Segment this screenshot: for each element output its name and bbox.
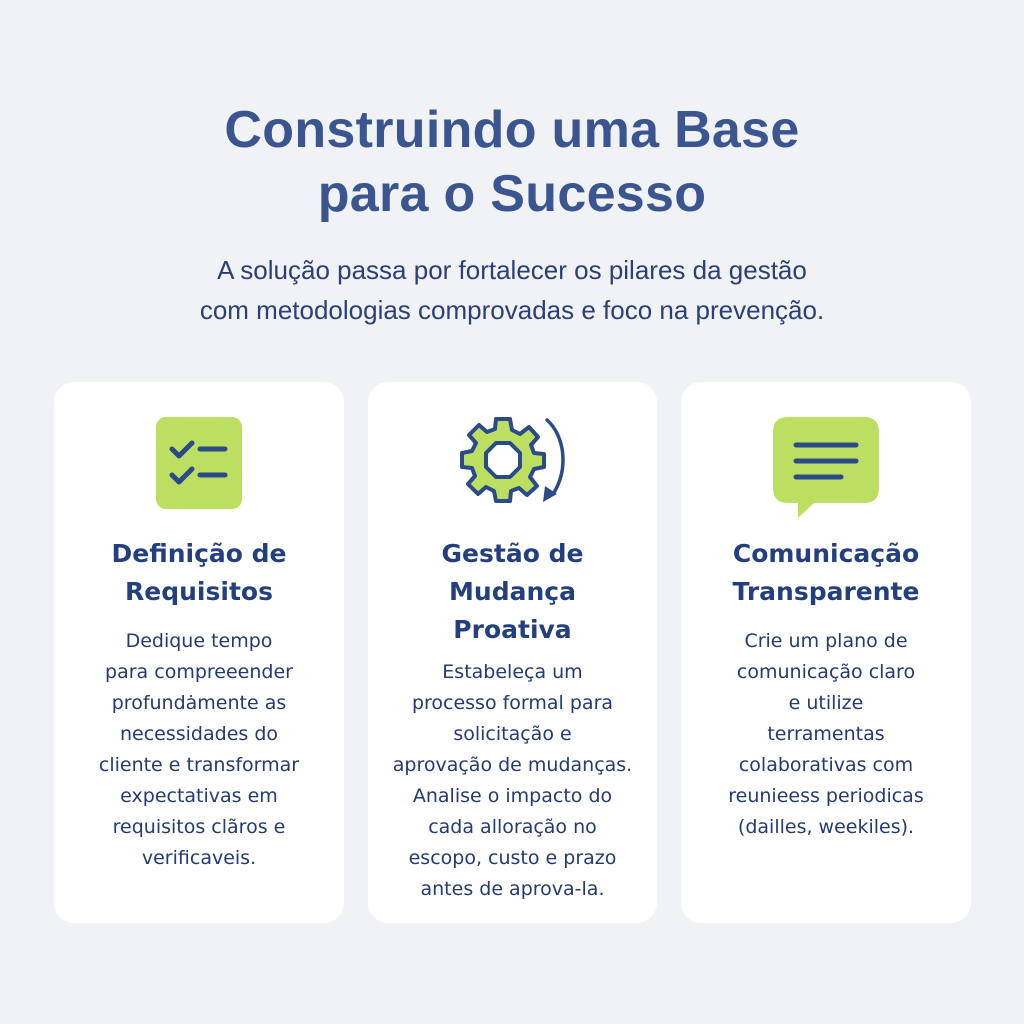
title-line-1: Construindo uma Base bbox=[224, 101, 800, 159]
card-description: Dedique tempo para compreeender profundȧ… bbox=[54, 626, 344, 874]
card-requirements-definition: Definição de Requisitos Dedique tempo pa… bbox=[54, 382, 344, 923]
card-description: Estabeleça um processo formal para solic… bbox=[368, 657, 657, 905]
card-text-line: terramentas bbox=[767, 723, 885, 745]
chat-bubble-icon bbox=[772, 416, 880, 525]
card-title-line: Mudança bbox=[449, 577, 576, 606]
card-text-line: e utilize bbox=[788, 692, 864, 714]
card-title: Gestão de Mudança Proativa bbox=[368, 535, 657, 649]
subtitle-line-1: A solução passa por fortalecer os pilare… bbox=[217, 255, 807, 285]
card-text-line: cliente e transformar bbox=[98, 754, 300, 776]
card-text-line: aprovação de mudanças. bbox=[392, 754, 633, 776]
card-text-line: escopo, custo e prazo bbox=[408, 847, 617, 869]
title-line-2: para o Sucesso bbox=[317, 165, 707, 223]
card-text-line: necessidades do bbox=[119, 723, 279, 745]
subtitle-line-2: com metodologias comprovadas e foco na p… bbox=[199, 295, 825, 325]
gear-rotate-icon bbox=[457, 414, 569, 515]
card-text-line: requisitos clãros e bbox=[112, 816, 286, 838]
card-title: Definição de Requisitos bbox=[54, 535, 344, 611]
card-title-line: Proativa bbox=[453, 615, 572, 644]
card-title-line: Transparente bbox=[732, 577, 920, 606]
card-text-line: profundȧmente as bbox=[111, 692, 287, 714]
card-text-line: Dedique tempo bbox=[125, 630, 273, 652]
card-title-line: Gestão de bbox=[441, 539, 584, 568]
card-text-line: Crie um plano de bbox=[744, 630, 908, 652]
card-text-line: expectativas em bbox=[120, 785, 278, 807]
page-subtitle: A solução passa por fortalecer os pilare… bbox=[0, 250, 1024, 330]
card-proactive-change-management: Gestão de Mudança Proativa Estabeleça um… bbox=[368, 382, 657, 923]
card-description: Crie um plano de comunicação claro e uti… bbox=[681, 626, 971, 843]
card-title-line: Comunicação bbox=[732, 539, 920, 568]
card-text-line: antes de aprova-la. bbox=[420, 878, 605, 900]
card-text-line: para compreeender bbox=[105, 661, 293, 683]
card-title: Comunicação Transparente bbox=[681, 535, 971, 611]
card-text-line: colaborativas com bbox=[738, 754, 914, 776]
card-text-line: verificaveis. bbox=[141, 847, 257, 869]
card-text-line: comunicação claro bbox=[736, 661, 916, 683]
page-title: Construindo uma Base para o Sucesso bbox=[0, 98, 1024, 226]
checklist-icon bbox=[155, 416, 243, 515]
card-text-line: (dailles, weekiles). bbox=[737, 816, 915, 838]
card-text-line: Analise o impacto do bbox=[412, 785, 613, 807]
card-text-line: processo formal para bbox=[411, 692, 614, 714]
card-text-line: Estabeleça um bbox=[442, 661, 583, 683]
card-text-line: solicitação e bbox=[453, 723, 572, 745]
card-text-line: reunieess periodicas bbox=[728, 785, 924, 807]
card-transparent-communication: Comunicação Transparente Crie um plano d… bbox=[681, 382, 971, 923]
card-title-line: Definição de bbox=[111, 539, 287, 568]
card-text-line: cada alloração no bbox=[428, 816, 597, 838]
card-title-line: Requisitos bbox=[125, 577, 273, 606]
